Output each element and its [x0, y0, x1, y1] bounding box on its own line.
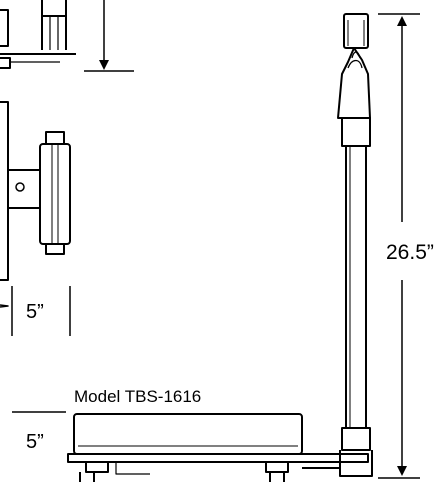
bracket-width-label: 5” — [26, 301, 44, 323]
top-dimension-arrow — [84, 0, 134, 72]
indicator-side-view-fragment — [0, 0, 76, 69]
base-height-label: 5” — [26, 431, 44, 453]
bracket-width-dimension — [0, 286, 71, 336]
height-dimension — [378, 13, 420, 479]
bracket-front-view-fragment — [0, 101, 71, 281]
model-label: Model TBS-1616 — [74, 387, 201, 406]
scale-base-platform — [67, 413, 369, 482]
scale-column-stand — [302, 13, 373, 477]
height-dimension-label: 26.5” — [386, 241, 434, 264]
